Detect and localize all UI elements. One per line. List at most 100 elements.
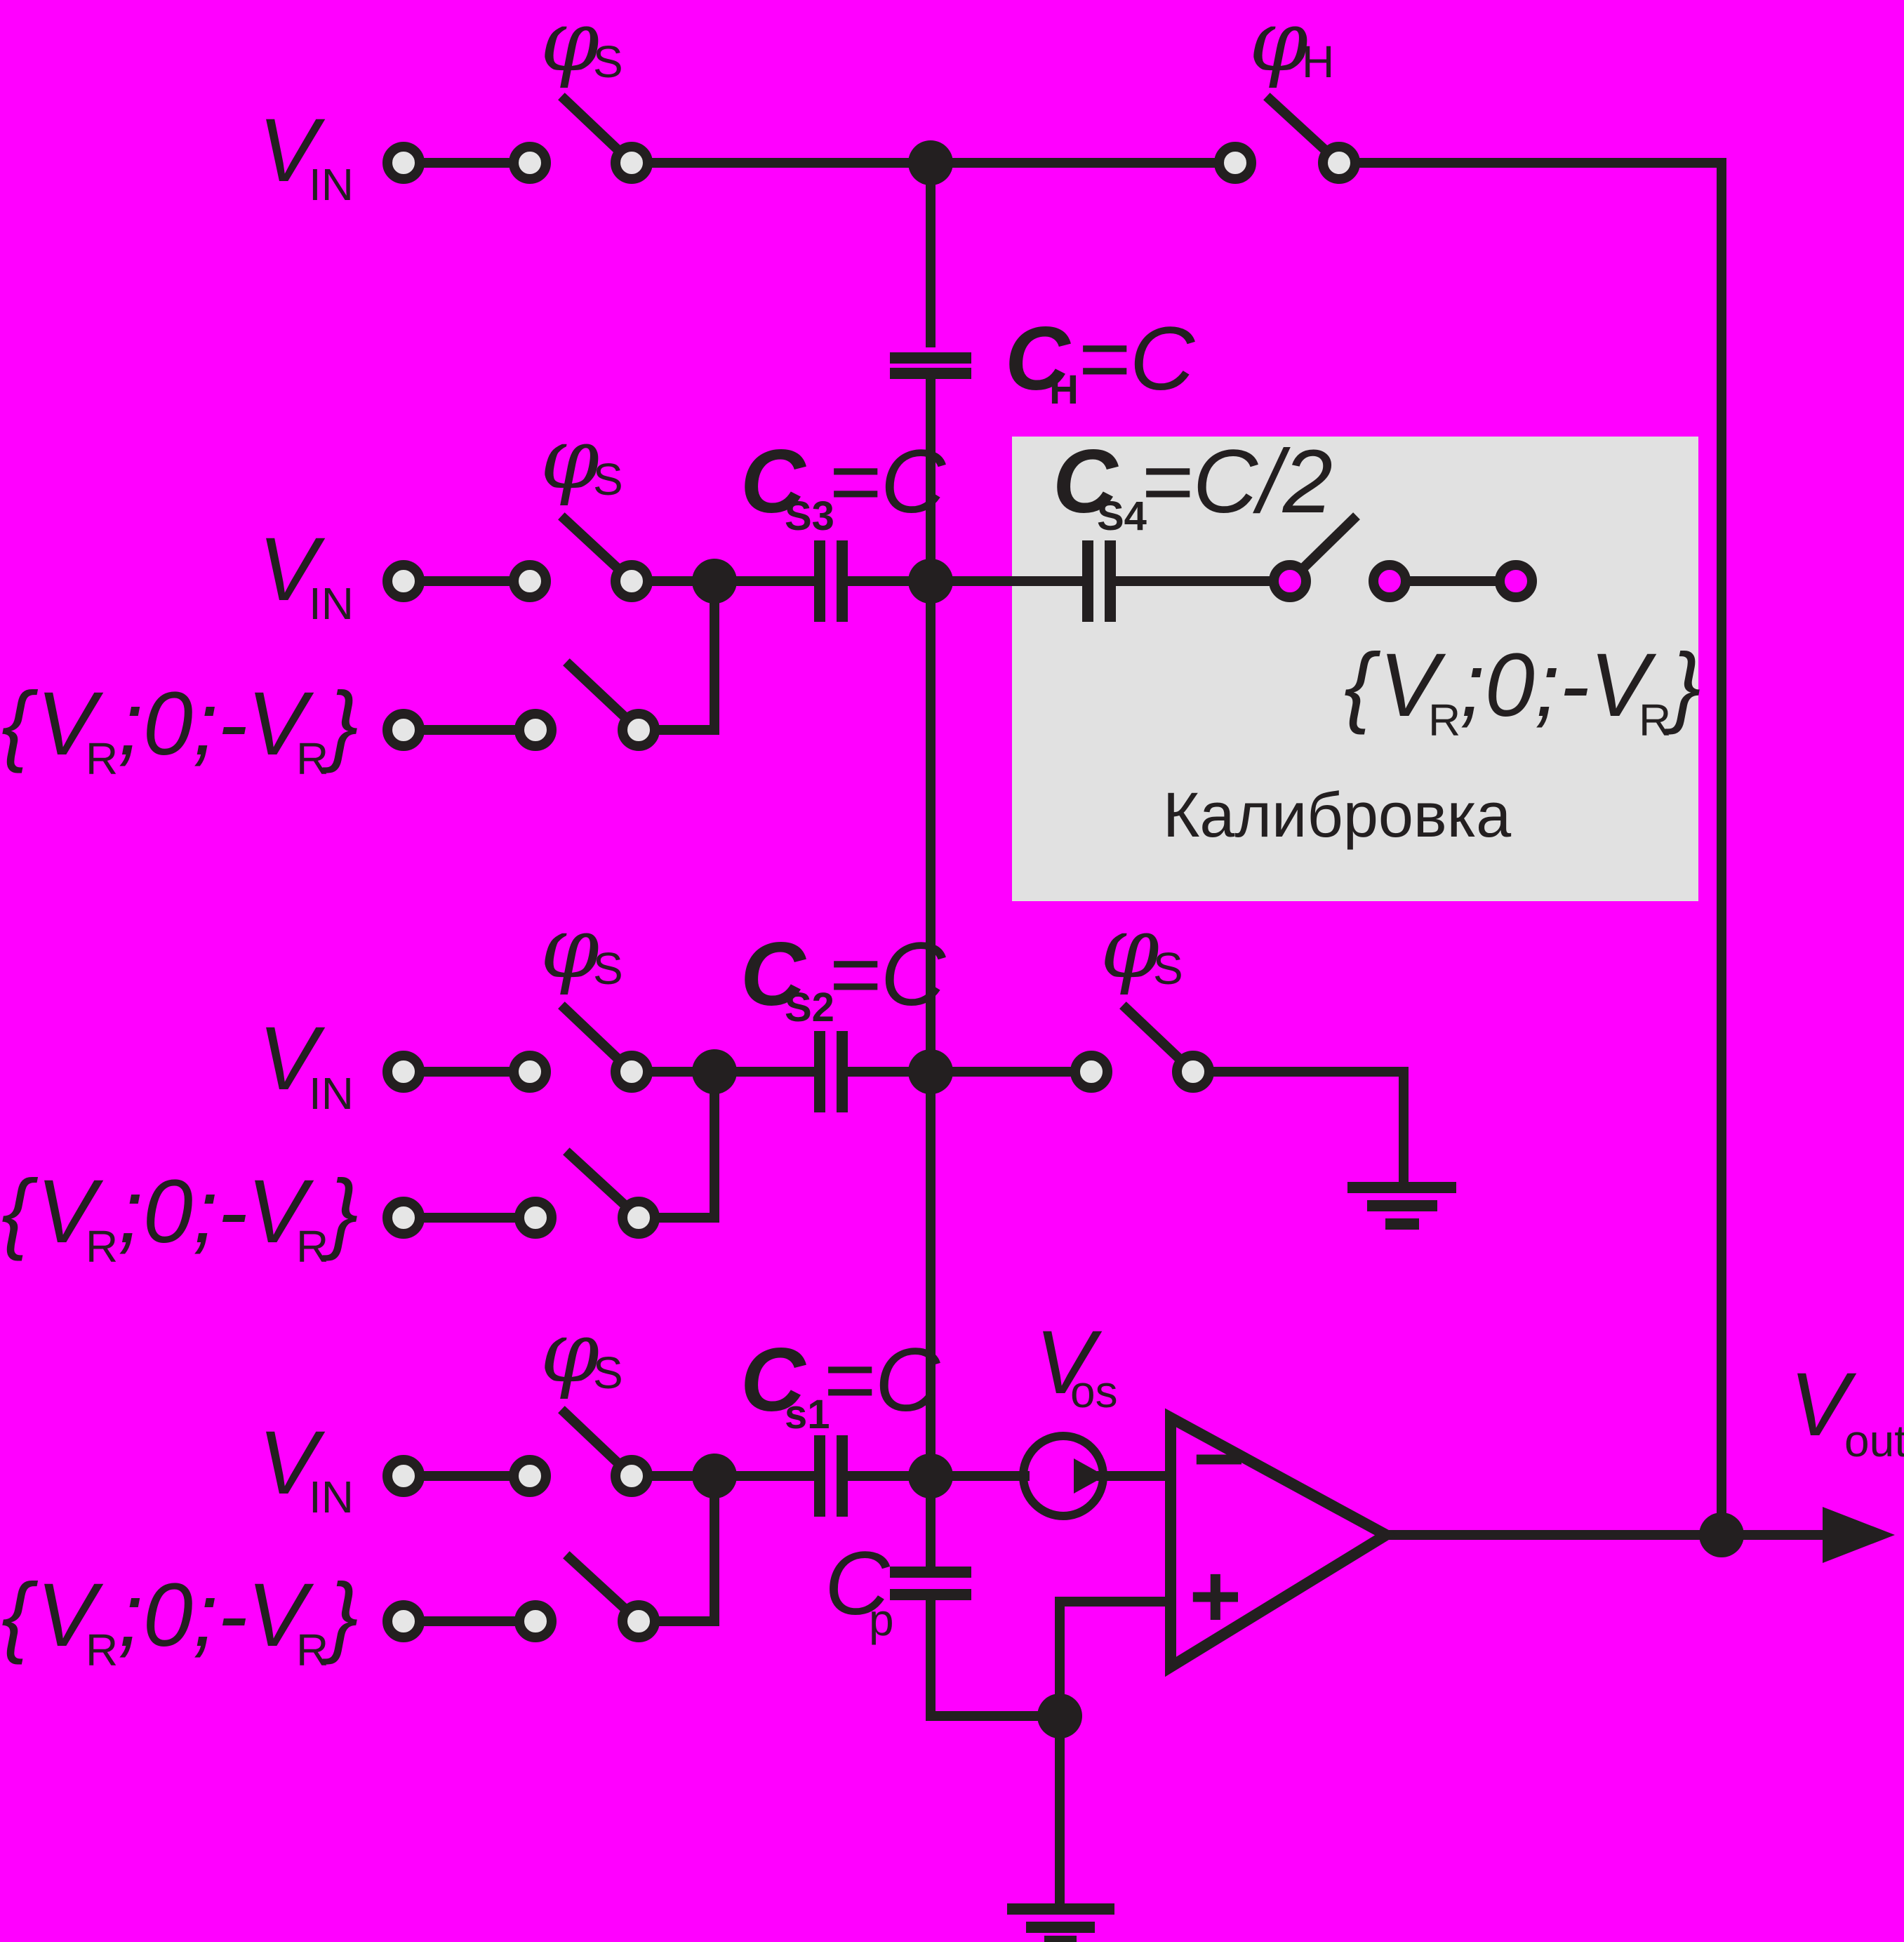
vref-terminal-cs4[interactable] — [1495, 560, 1537, 602]
junction-dot — [908, 559, 953, 604]
svg-text:out: out — [1844, 1416, 1904, 1466]
svg-text:V: V — [258, 519, 326, 620]
vin-label: V IN — [258, 1009, 354, 1119]
svg-text:V: V — [1379, 635, 1446, 736]
svg-text:S3: S3 — [785, 493, 834, 539]
switch-contact — [611, 1051, 653, 1093]
calibration-label: Калибровка — [1163, 780, 1512, 851]
row-cs2-wiring — [399, 1002, 1409, 1225]
svg-text:=C/2: =C/2 — [1140, 432, 1333, 532]
svg-text:;0;-: ;0;- — [1460, 635, 1590, 736]
svg-text:S: S — [1153, 943, 1183, 994]
svg-text:C: C — [740, 432, 806, 532]
cs1-label: C s1 =C — [740, 1330, 941, 1437]
vin-terminal-cs2[interactable] — [382, 1051, 425, 1093]
svg-text:IN: IN — [309, 1472, 354, 1522]
svg-text:V: V — [247, 674, 314, 774]
cs1-capacitor — [814, 1435, 848, 1517]
vref-terminal-cs1[interactable] — [382, 1600, 425, 1642]
svg-text:S: S — [593, 454, 623, 505]
svg-text:V: V — [1790, 1355, 1857, 1455]
switch-contact — [618, 1197, 660, 1239]
svg-text:C: C — [740, 1330, 806, 1430]
svg-text:V: V — [247, 1162, 314, 1262]
svg-text:φ: φ — [540, 411, 599, 508]
svg-text:p: p — [869, 1595, 894, 1645]
svg-text:=C: =C — [823, 1330, 941, 1430]
vin-label: V IN — [258, 100, 354, 210]
opamp-plus: + — [1187, 1546, 1240, 1647]
switch-contact — [1214, 142, 1256, 184]
svg-text:{: { — [1, 674, 39, 774]
output-arrow-icon — [1823, 1507, 1895, 1563]
junction-dot — [1037, 1694, 1082, 1738]
cs2-capacitor — [814, 1031, 848, 1112]
junction-dot — [692, 1454, 737, 1498]
switch-contact — [611, 142, 653, 184]
switch-contact — [514, 1197, 557, 1239]
svg-text:S: S — [593, 1348, 623, 1398]
junction-dot — [1699, 1512, 1744, 1557]
svg-text:φ: φ — [540, 1304, 599, 1402]
svg-text:φ: φ — [540, 0, 599, 91]
switch-contact — [1172, 1051, 1214, 1093]
vos-label: V os — [1035, 1312, 1118, 1417]
switch-contact — [1070, 1051, 1112, 1093]
svg-text:V: V — [258, 1413, 326, 1513]
svg-text:;0;-: ;0;- — [118, 1565, 248, 1665]
vin-label: V IN — [258, 1413, 354, 1522]
junction-dot — [908, 1049, 953, 1094]
svg-text:IN: IN — [309, 578, 354, 629]
junction-dot — [908, 1454, 953, 1498]
svg-text:V: V — [36, 674, 104, 774]
ground-symbol — [1007, 1903, 1114, 1942]
vref-label: { V R ;0;- V R } — [1, 1565, 359, 1675]
svg-text:φ: φ — [1249, 0, 1308, 91]
svg-text:S: S — [593, 943, 623, 994]
vin-terminal-cs1[interactable] — [382, 1455, 425, 1497]
vref-label: { V R ;0;- V R } — [1, 1162, 359, 1272]
ch-label: C H =C — [1005, 309, 1196, 413]
svg-text:V: V — [36, 1162, 104, 1262]
svg-text:R: R — [86, 1221, 118, 1272]
svg-text:{: { — [1, 1565, 39, 1665]
cs4-capacitor — [1082, 540, 1116, 622]
svg-text:R: R — [1639, 695, 1671, 745]
switch-contact — [611, 1455, 653, 1497]
switch-contact — [514, 1600, 557, 1642]
phi-s-label: φ S — [1100, 900, 1183, 997]
svg-text:C: C — [1005, 309, 1071, 409]
cs4-label: C S4 =C/2 — [1053, 432, 1333, 539]
svg-text:φ: φ — [540, 900, 599, 997]
vin-terminal-top[interactable] — [382, 142, 425, 184]
switch-contact — [1318, 142, 1360, 184]
svg-text:S: S — [593, 36, 623, 87]
switch-contact — [618, 709, 660, 751]
vref-terminal-cs3[interactable] — [382, 709, 425, 751]
svg-text:H: H — [1049, 367, 1079, 413]
svg-text:R: R — [296, 1625, 328, 1675]
junction-dot — [692, 559, 737, 604]
svg-text:C: C — [825, 1534, 891, 1634]
vref-terminal-cs2[interactable] — [382, 1197, 425, 1239]
phi-s-label: φ S — [540, 411, 623, 508]
cp-label: C p — [825, 1534, 894, 1645]
switch-contact — [618, 1600, 660, 1642]
switch-contact — [509, 1455, 551, 1497]
svg-text:IN: IN — [309, 1068, 354, 1119]
svg-text:V: V — [258, 1009, 326, 1109]
switch-contact — [1269, 560, 1311, 602]
cp-capacitor — [890, 1567, 971, 1600]
vref-label-cs4: { V R ;0;- V R } — [1344, 635, 1701, 745]
calibration-region — [1012, 437, 1698, 901]
junction-dot — [692, 1049, 737, 1094]
ground-symbol — [1347, 1182, 1456, 1230]
svg-text:{: { — [1, 1162, 39, 1262]
switch-contact — [611, 560, 653, 602]
vos-source-icon — [1019, 1432, 1107, 1520]
vin-terminal-cs3[interactable] — [382, 560, 425, 602]
svg-text:R: R — [296, 733, 328, 784]
switch-contact — [509, 142, 551, 184]
svg-text:R: R — [1428, 695, 1460, 745]
